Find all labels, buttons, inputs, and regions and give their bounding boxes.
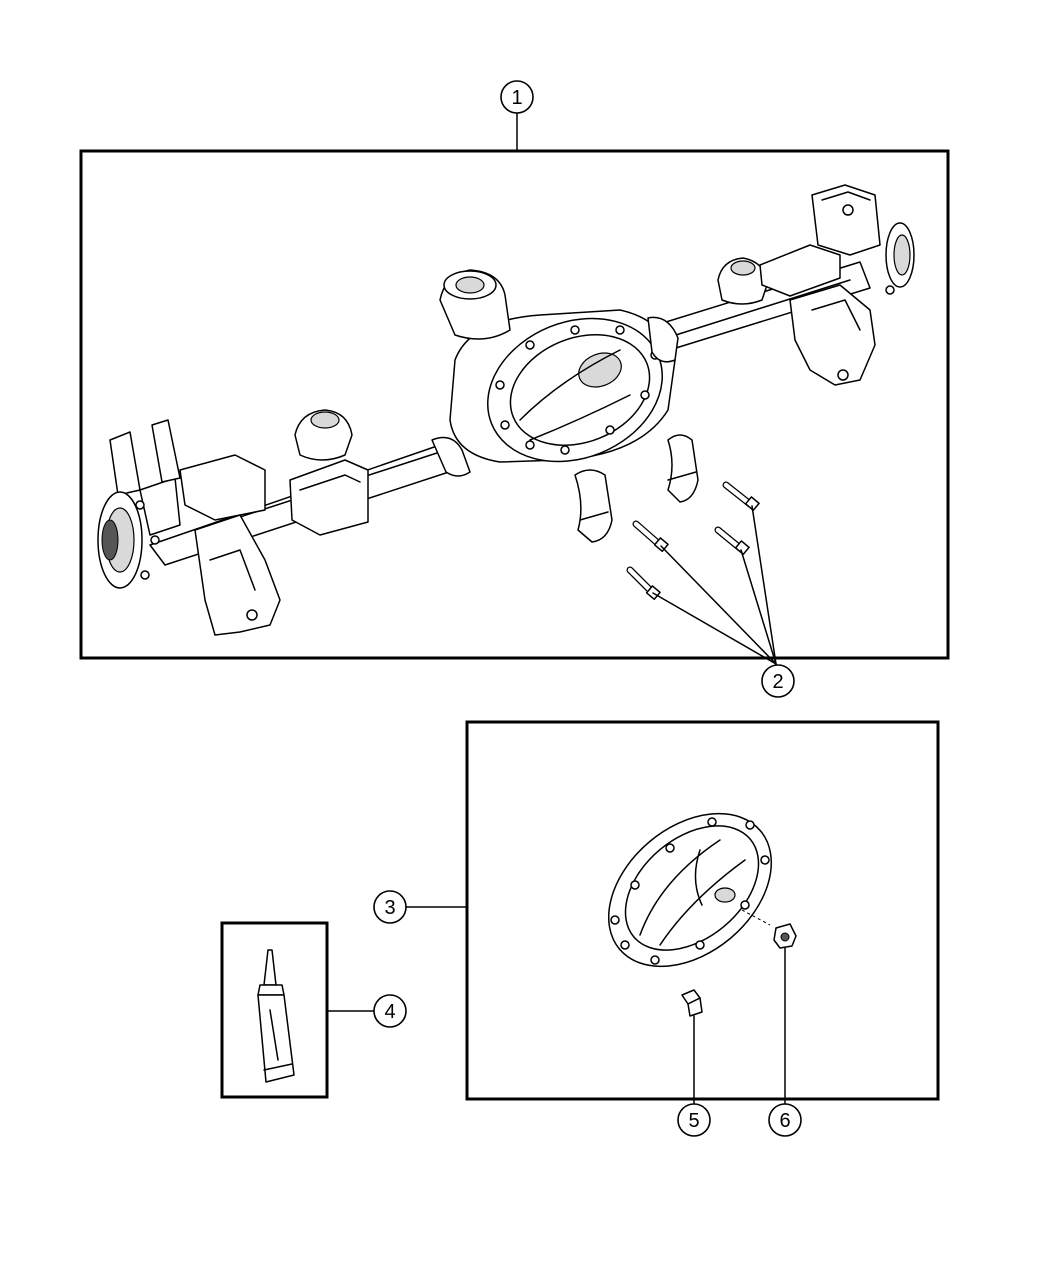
bearing-cap-left — [574, 469, 613, 543]
axle-assembly-frame — [79, 149, 950, 660]
svg-text:5: 5 — [688, 1110, 699, 1132]
sealant-tube-frame — [220, 921, 329, 1099]
svg-text:3: 3 — [384, 897, 395, 919]
fill-plug — [773, 923, 797, 949]
callout-1[interactable]: 1 — [500, 80, 534, 152]
svg-text:2: 2 — [772, 671, 783, 693]
callout-6[interactable]: 6 — [768, 947, 802, 1137]
sealant-tube — [257, 949, 295, 1083]
svg-text:1: 1 — [511, 87, 522, 109]
differential-cover-frame — [465, 720, 940, 1101]
cover-bolt — [681, 989, 703, 1017]
svg-text:4: 4 — [384, 1001, 395, 1023]
callout-2[interactable]: 2 — [652, 505, 795, 698]
callout-3[interactable]: 3 — [373, 890, 468, 924]
svg-text:6: 6 — [779, 1110, 790, 1132]
bearing-cap-right — [667, 434, 699, 503]
callout-5[interactable]: 5 — [677, 1015, 711, 1137]
callout-4[interactable]: 4 — [326, 994, 407, 1028]
differential-cover — [607, 812, 773, 968]
axle-housing-drawing — [97, 184, 915, 636]
bearing-cap-bolts — [626, 481, 760, 601]
